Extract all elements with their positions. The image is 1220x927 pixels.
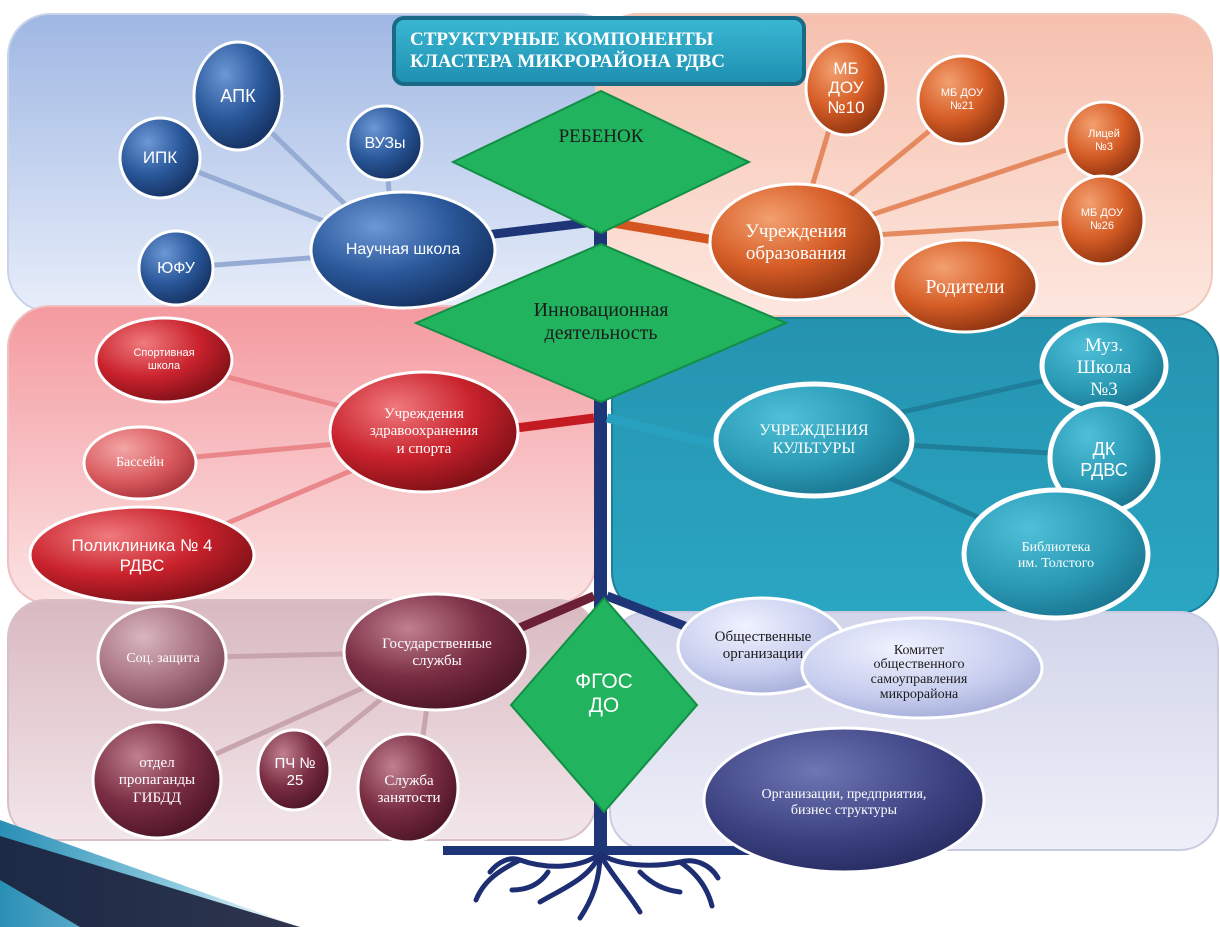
branch-government (508, 591, 596, 637)
node-dou10 (804, 39, 888, 137)
node-lyceum3 (1064, 100, 1144, 180)
node-gibdd (91, 720, 223, 840)
node-social (96, 604, 228, 712)
roots-icon (473, 851, 721, 921)
branch-science (477, 217, 595, 241)
node-employment (356, 732, 460, 844)
node-health-hub (328, 370, 520, 494)
node-music-school (1039, 317, 1169, 415)
node-library (961, 487, 1151, 621)
node-fire (256, 728, 332, 812)
branch-education (606, 217, 715, 245)
node-fgos (509, 596, 699, 814)
decor-wedge-dark (0, 836, 300, 927)
node-business (702, 726, 986, 874)
node-science-hub (309, 190, 497, 310)
node-government-hub (342, 592, 530, 712)
branch-culture (605, 413, 716, 449)
node-culture-hub (713, 381, 915, 499)
trunk-base (443, 846, 763, 855)
node-ipk (118, 116, 202, 200)
node-vuzy (346, 104, 424, 182)
node-yufu (137, 229, 215, 307)
node-clinic (28, 505, 256, 605)
node-dou21 (916, 54, 1008, 146)
node-parents (891, 238, 1039, 334)
node-sport-school (94, 316, 234, 404)
node-pool (82, 425, 198, 501)
node-committee (800, 616, 1044, 720)
title-box (392, 16, 806, 86)
node-education-hub (708, 182, 884, 302)
node-child (450, 89, 752, 235)
node-innovation (413, 242, 789, 404)
node-apk (192, 40, 284, 152)
node-dou26 (1058, 174, 1146, 266)
branch-health (515, 413, 595, 433)
